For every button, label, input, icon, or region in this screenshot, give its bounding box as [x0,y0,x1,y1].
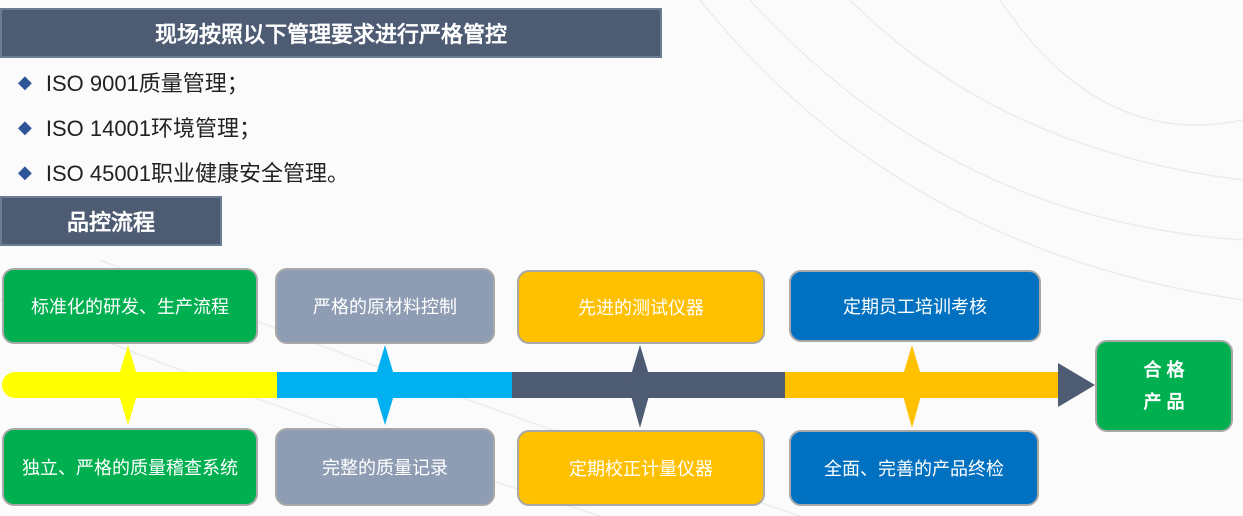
diamond-bullet-icon: ◆ [18,161,32,182]
diamond-marker [116,345,140,425]
process-box: 全面、完善的产品终检 [789,430,1039,506]
diamond-marker [900,345,924,428]
process-box: 先进的测试仪器 [517,270,765,344]
process-box: 完整的质量记录 [275,428,495,506]
diamond-marker [628,345,652,428]
bullet-item: ◆ ISO 45001职业健康安全管理。 [18,156,349,188]
quality-process-header: 品控流程 [0,196,222,246]
arrowhead-icon [1058,363,1095,407]
diamond-bullet-icon: ◆ [18,116,32,137]
bullet-text: ISO 45001职业健康安全管理。 [45,161,350,186]
process-box: 定期员工培训考核 [789,270,1041,342]
bullet-item: ◆ ISO 9001质量管理； [18,66,249,98]
bullet-text: ISO 14001环境管理； [45,116,262,141]
bullet-item: ◆ ISO 14001环境管理； [18,111,261,143]
diamond-bullet-icon: ◆ [18,71,32,92]
result-line: 产 品 [1143,392,1185,412]
bullet-text: ISO 9001质量管理； [45,71,249,96]
diamond-marker [373,345,397,425]
management-requirements-header: 现场按照以下管理要求进行严格管控 [0,8,662,58]
process-box: 标准化的研发、生产流程 [2,268,258,344]
process-box: 独立、严格的质量稽查系统 [2,428,258,506]
result-line: 合 格 [1143,360,1185,380]
process-box: 严格的原材料控制 [275,268,495,344]
process-box: 定期校正计量仪器 [517,430,765,506]
qualified-product-box: 合 格 产 品 [1095,340,1233,432]
